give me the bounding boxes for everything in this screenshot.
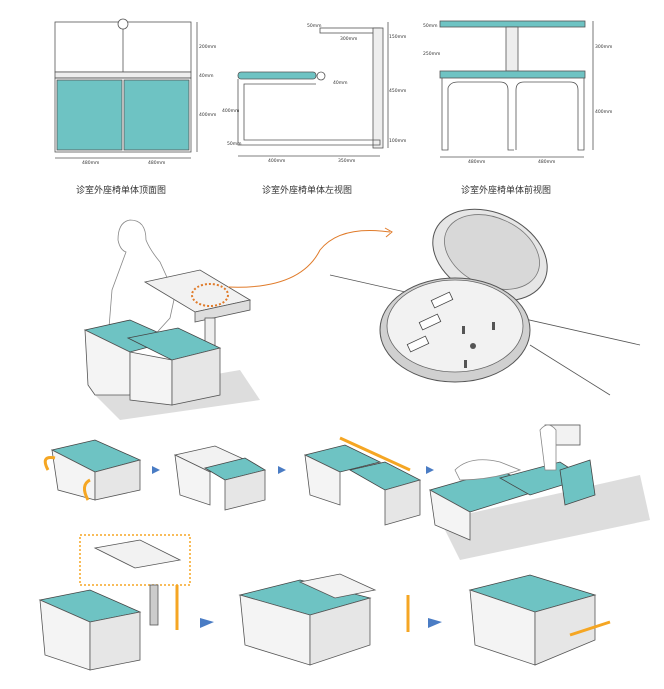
caption-top-view: 诊室外座椅单体顶面图 (76, 186, 167, 196)
dim-top-w2: 480mm (148, 160, 165, 166)
top-view-drawing (54, 18, 198, 159)
front-view-dims: 50mm 250mm 300mm 400mm 480mm 480mm (423, 23, 612, 165)
left-view-dims: 50mm 300mm 150mm 40mm 400mm 450mm 50mm 1… (222, 23, 406, 164)
left-view-drawing (237, 22, 389, 157)
transform-step-2 (173, 445, 267, 511)
dim-left-a: 50mm (307, 23, 322, 29)
dim-front-d: 400mm (595, 109, 612, 115)
caption-left-view: 诊室外座椅单体左视图 (262, 186, 353, 196)
arrow-right-4 (200, 618, 214, 628)
transform-step-3 (303, 436, 422, 526)
dim-left-h: 100mm (389, 138, 406, 144)
dim-left-g: 50mm (227, 141, 242, 147)
caption-front-view: 诊室外座椅单体前视图 (461, 186, 552, 196)
front-view-drawing (439, 20, 594, 158)
transform-step-7 (468, 574, 611, 666)
dim-front-c: 300mm (595, 44, 612, 50)
person-at-desk-illustration (83, 219, 393, 420)
transform-step-5 (38, 534, 191, 671)
dim-front-w2: 480mm (538, 159, 555, 165)
transform-step-1 (43, 439, 142, 501)
dim-left-c: 150mm (389, 34, 406, 40)
dim-top-h2: 40mm (199, 73, 214, 79)
dim-top-h3: 400mm (199, 112, 216, 118)
top-view-dims: 200mm 40mm 400mm 480mm 480mm (82, 44, 216, 166)
socket-detail-illustration (329, 208, 641, 396)
dim-front-w1: 480mm (468, 159, 485, 165)
dim-left-w1: 400mm (268, 158, 285, 164)
arrow-right-2 (278, 466, 286, 474)
transform-step-4 (428, 424, 650, 560)
arrow-right-5 (428, 618, 442, 628)
dim-front-a: 50mm (423, 23, 438, 29)
dim-left-b: 300mm (340, 36, 357, 42)
arrow-right-1 (152, 466, 160, 474)
dim-left-d: 40mm (333, 80, 348, 86)
dim-left-e: 400mm (222, 108, 239, 114)
dim-top-w1: 480mm (82, 160, 99, 166)
dim-front-b: 250mm (423, 51, 440, 57)
dim-left-f: 450mm (389, 88, 406, 94)
dim-left-w2: 350mm (338, 158, 355, 164)
arrow-right-3 (426, 466, 434, 474)
dim-top-h1: 200mm (199, 44, 216, 50)
transform-step-6 (238, 573, 410, 666)
